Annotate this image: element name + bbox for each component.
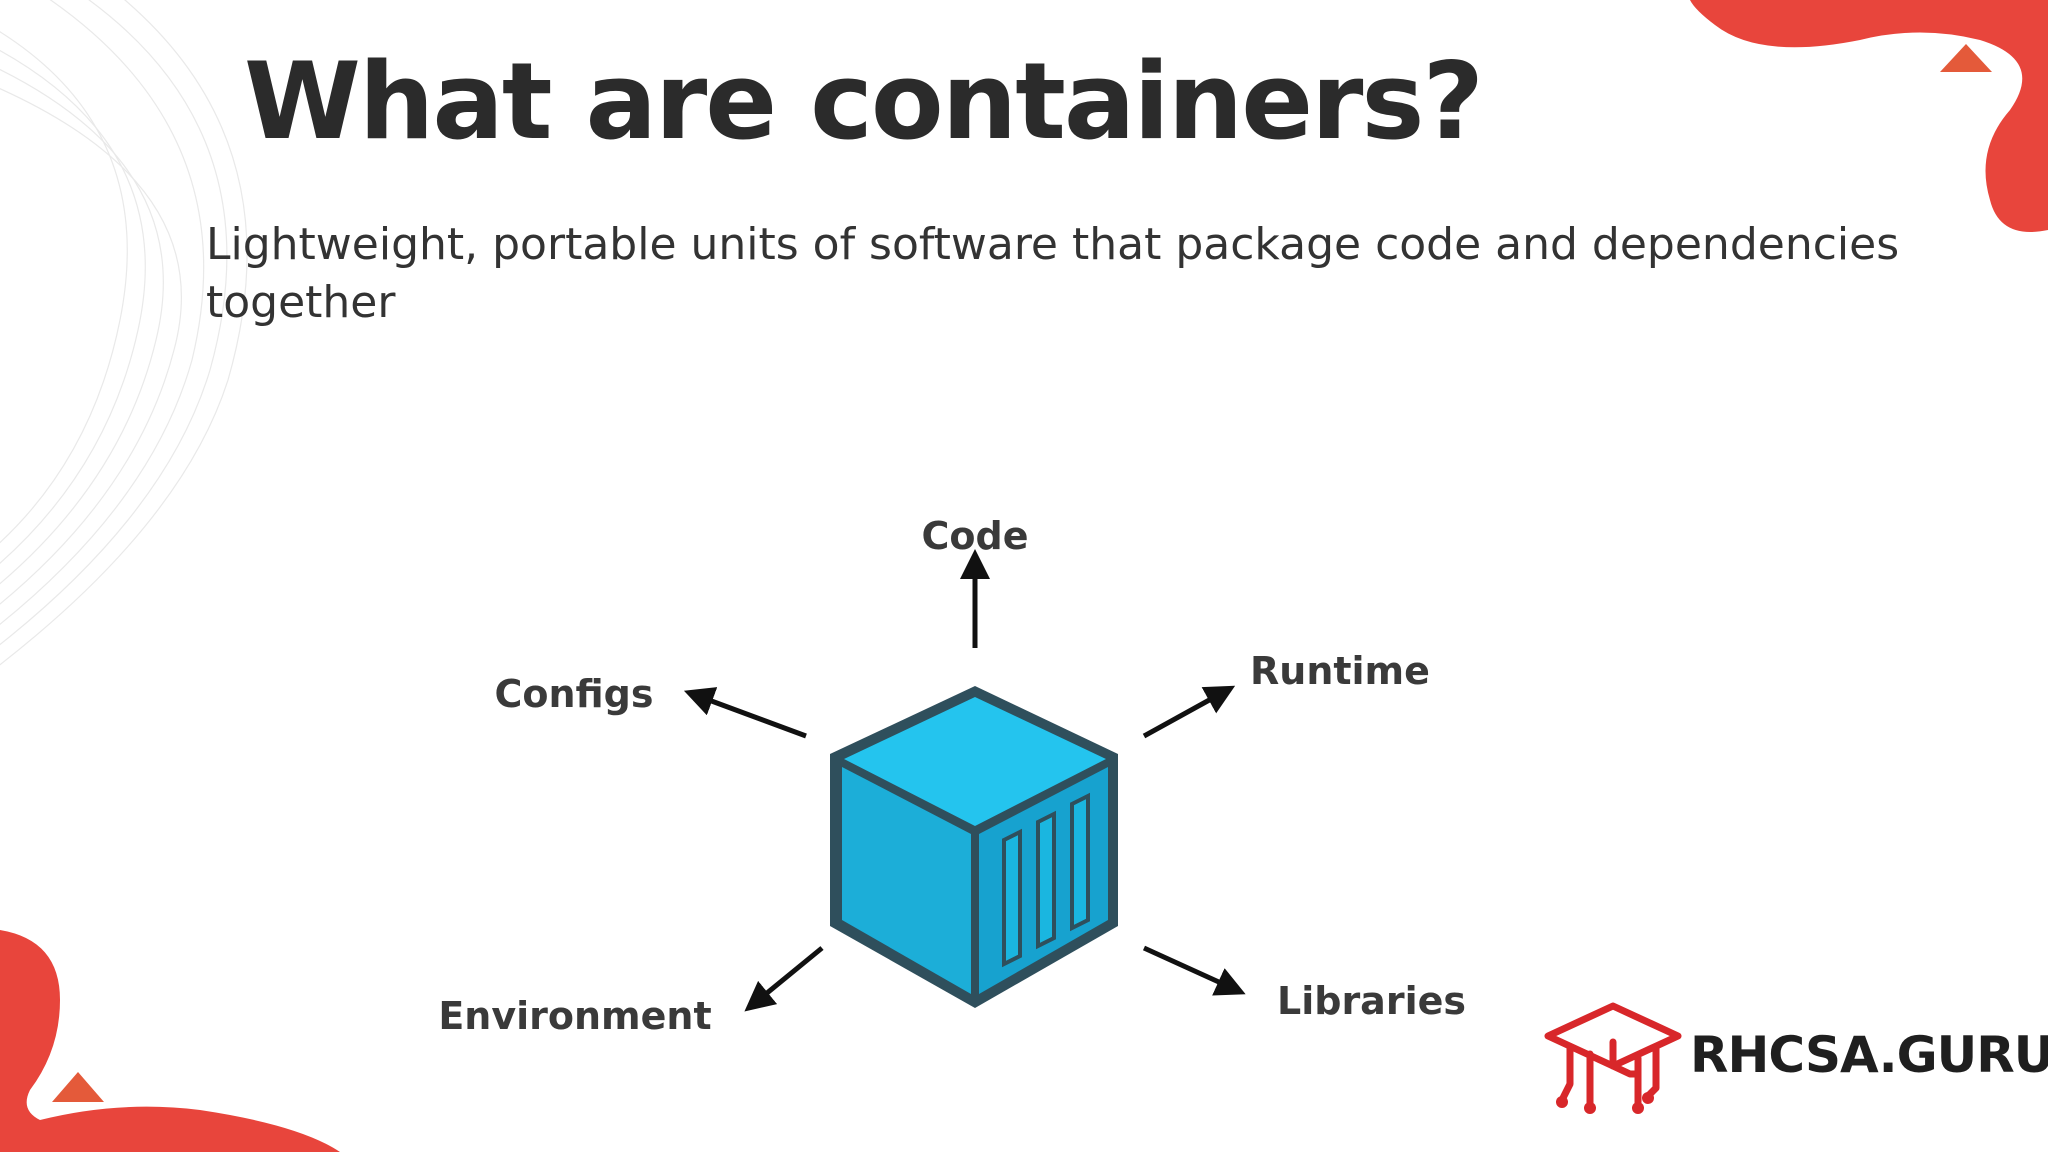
circuit-nodes-icon — [1556, 1092, 1654, 1114]
top-right-triangle-icon — [1940, 44, 1992, 72]
arrow-configs — [683, 687, 807, 739]
label-libraries: Libraries — [1277, 979, 1466, 1023]
swirl-pattern — [0, 0, 248, 666]
arrow-libraries — [1142, 945, 1246, 996]
brand-name: RHCSA.GURU — [1690, 1026, 2048, 1084]
label-environment: Environment — [438, 994, 711, 1038]
arrow-environment — [744, 946, 824, 1012]
page-title: What are containers? — [244, 40, 1484, 163]
container-cube-icon — [830, 686, 1118, 1008]
bottom-left-blob — [0, 930, 340, 1152]
arrow-runtime — [1142, 685, 1236, 739]
graduation-cap-circuit-icon — [1544, 1002, 1682, 1110]
page-subtitle: Lightweight, portable units of software … — [206, 219, 1900, 328]
brand-logo — [1544, 1002, 1682, 1114]
top-right-blob — [1690, 0, 2048, 232]
label-runtime: Runtime — [1250, 649, 1430, 693]
label-configs: Configs — [494, 672, 653, 716]
bottom-left-triangle-icon — [52, 1072, 104, 1102]
label-code: Code — [922, 514, 1029, 558]
